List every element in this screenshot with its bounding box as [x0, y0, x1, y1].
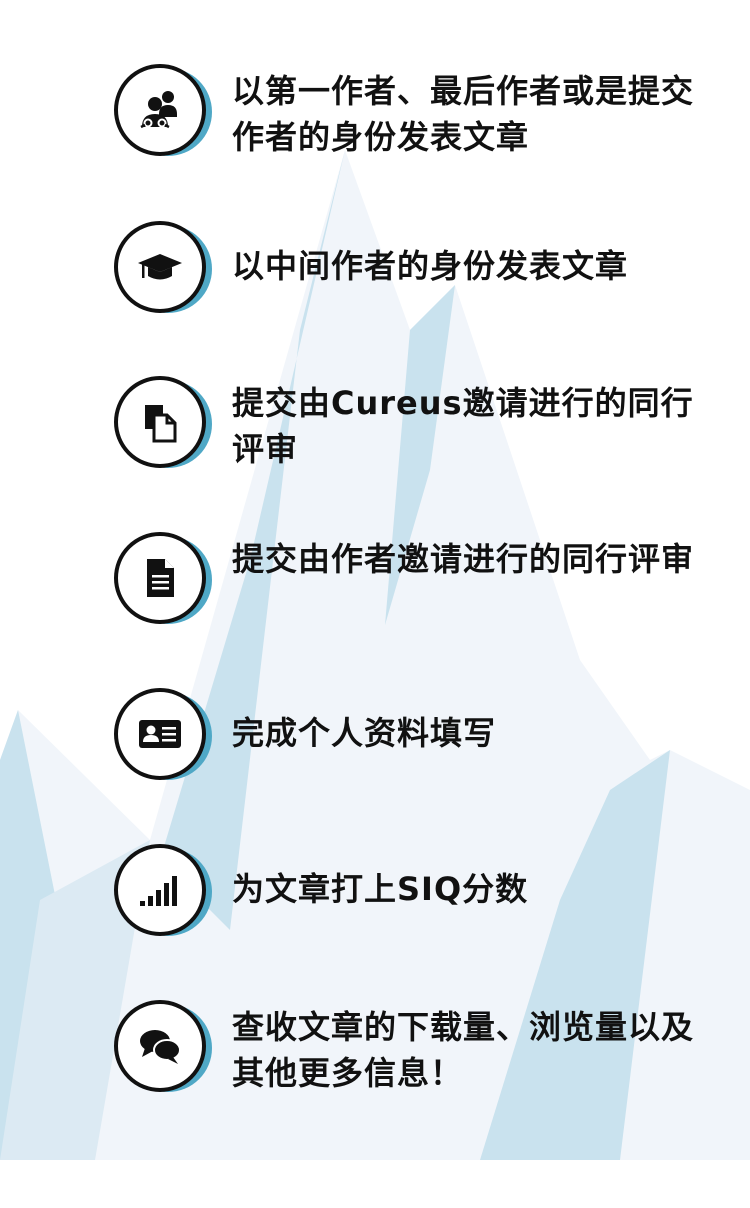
item-label: 为文章打上SIQ分数	[232, 870, 529, 908]
item-label: 查收文章的下载量、浏览量以及其他更多信息！	[232, 1008, 695, 1092]
icon-badge	[112, 62, 216, 158]
icon-badge	[112, 374, 216, 470]
author-group-icon	[140, 91, 177, 129]
icon-badge	[112, 530, 216, 626]
icon-badge	[112, 998, 216, 1094]
signal-bars-icon	[140, 876, 177, 906]
item-label: 以第一作者、最后作者或是提交作者的身份发表文章	[232, 72, 695, 156]
icon-badge	[112, 219, 216, 315]
graduation-cap-icon	[138, 254, 182, 280]
item-label: 以中间作者的身份发表文章	[232, 247, 629, 285]
id-card-icon	[139, 720, 181, 748]
documents-icon	[145, 405, 177, 443]
document-icon	[147, 559, 174, 597]
chat-bubbles-icon	[140, 1030, 181, 1064]
icon-badge	[112, 842, 216, 938]
icon-badge	[112, 686, 216, 782]
item-label: 完成个人资料填写	[232, 714, 497, 752]
item-label: 提交由作者邀请进行的同行评审	[232, 540, 695, 578]
item-label: 提交由Cureus邀请进行的同行评审	[232, 384, 694, 468]
